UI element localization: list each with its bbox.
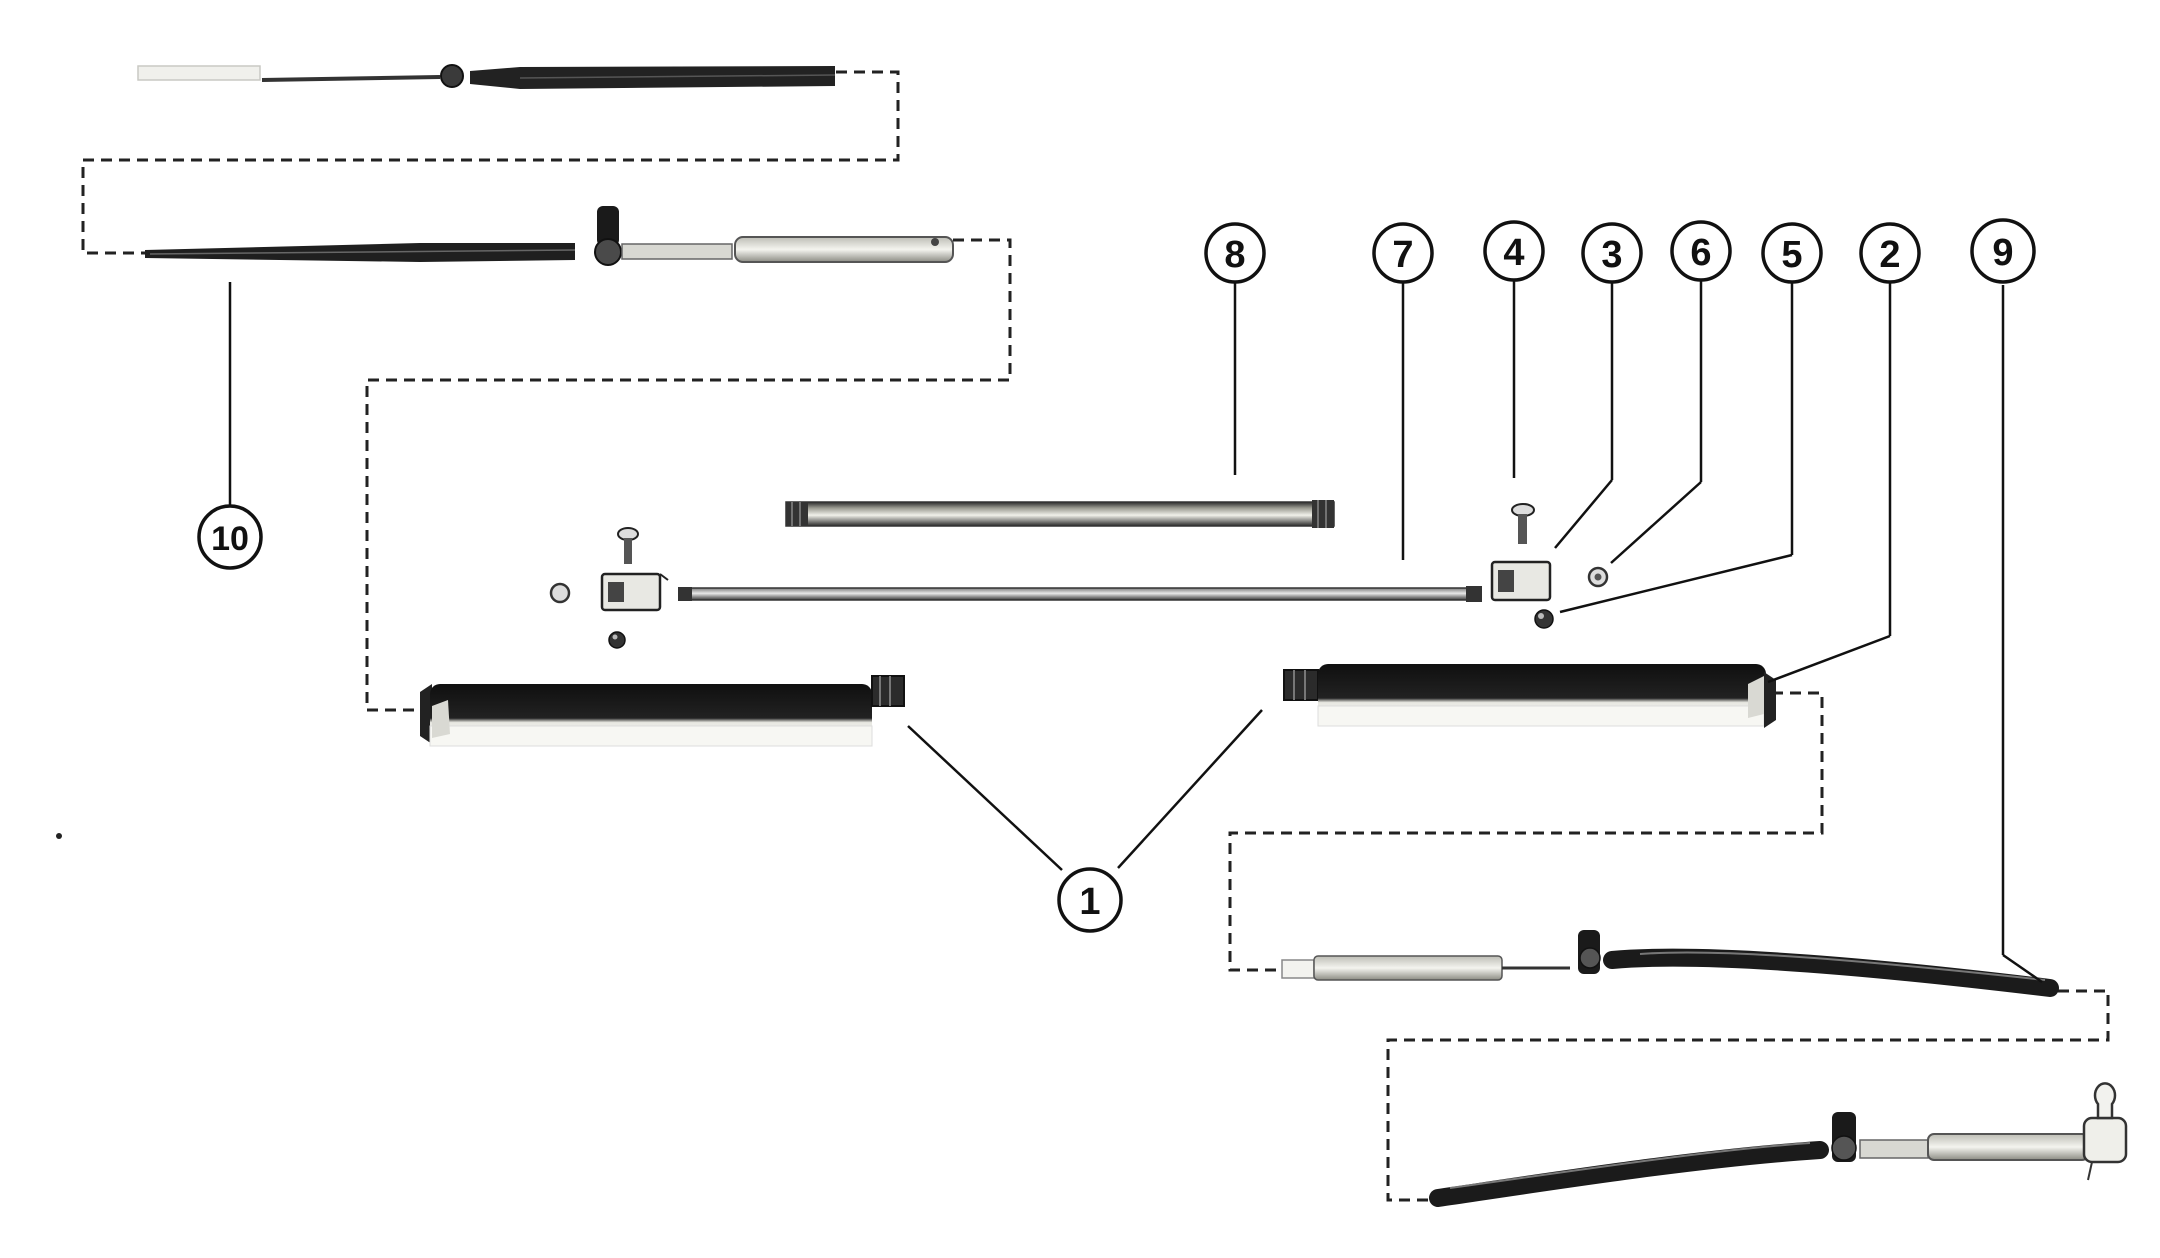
cable-top-fitting xyxy=(440,64,464,88)
leader-1b xyxy=(1117,709,1263,869)
leader-9b xyxy=(2002,953,2043,984)
cable-top-core xyxy=(261,75,441,82)
cable-lower-fitting xyxy=(597,206,619,246)
connecting-tube xyxy=(785,500,1335,528)
lower-cable-jacket xyxy=(1603,948,2059,997)
cable-top-end-sleeve xyxy=(137,65,261,81)
callout-10-label: 10 xyxy=(211,520,249,558)
callout-7-label: 7 xyxy=(1392,234,1413,276)
bottom-cable-grease-fitting xyxy=(2093,1082,2117,1120)
lower-cable-end-sleeve xyxy=(1281,959,1315,979)
steering-cable-lower xyxy=(1281,930,2059,997)
steering-cable-lower-segment xyxy=(145,206,954,266)
leader-5b xyxy=(1559,553,1793,614)
bottom-cable-sleeve xyxy=(1859,1139,1929,1159)
left-nut xyxy=(549,582,571,604)
cylinder-left-port xyxy=(871,675,905,707)
tie-rod-body xyxy=(679,587,1481,601)
cable-lower-sleeve xyxy=(621,243,733,260)
bottom-cable-end-tube xyxy=(1927,1133,2089,1161)
callout-8: 8 xyxy=(1204,222,1266,284)
bottom-cable-clevis xyxy=(2082,1116,2128,1164)
cylinder-right-port xyxy=(1283,669,1319,701)
cylinder-left-base xyxy=(429,725,873,747)
right-ball xyxy=(1534,609,1554,629)
leader-1a xyxy=(907,725,1063,871)
bottom-cable-jacket xyxy=(1429,1141,1829,1207)
left-ball xyxy=(608,631,626,649)
leader-3b xyxy=(1554,479,1613,549)
hydraulic-cylinder-left xyxy=(420,675,905,747)
callout-2-label: 2 xyxy=(1879,234,1900,276)
cylinder-left-end-cap xyxy=(420,684,432,744)
lower-cable-tube xyxy=(1313,955,1503,981)
leader-lines xyxy=(228,280,2043,984)
callout-10: 10 xyxy=(197,504,263,570)
callout-9-label: 9 xyxy=(1992,232,2013,274)
callout-5: 5 xyxy=(1761,222,1823,284)
tube-right-thread xyxy=(1312,500,1334,528)
callout-1-label: 1 xyxy=(1079,881,1100,923)
tie-rod xyxy=(678,586,1482,602)
cable-top-jacket xyxy=(470,66,835,89)
callout-3-label: 3 xyxy=(1601,234,1622,276)
hydraulic-cylinder-right xyxy=(1283,664,1776,728)
leader-6b xyxy=(1610,481,1702,564)
dashed-connector-right-cylinder xyxy=(1228,691,1824,972)
cylinder-right-base xyxy=(1317,705,1765,727)
steering-cable-top xyxy=(137,64,836,89)
callout-6: 6 xyxy=(1670,220,1732,282)
steering-cable-bottom xyxy=(1429,1082,2128,1207)
scan-speck xyxy=(56,833,62,839)
callout-5-label: 5 xyxy=(1781,234,1802,276)
right-screw xyxy=(1511,503,1535,544)
cylinder-right-end-cap xyxy=(1764,672,1776,728)
leader-2b xyxy=(1767,634,1891,684)
callout-7: 7 xyxy=(1372,222,1434,284)
callout-6-label: 6 xyxy=(1690,232,1711,274)
right-clamp-hardware xyxy=(1490,503,1609,629)
callout-1: 1 xyxy=(1057,867,1123,933)
callout-9: 9 xyxy=(1970,218,2036,284)
dashed-connector-lower-cable xyxy=(1386,989,2110,1202)
tube-left-thread xyxy=(786,502,808,526)
callout-2: 2 xyxy=(1859,222,1921,284)
left-clamp-hardware xyxy=(549,527,669,649)
tie-rod-left-end xyxy=(678,587,692,601)
callout-4: 4 xyxy=(1483,220,1545,282)
callout-3: 3 xyxy=(1581,222,1643,284)
cable-lower-end-tube xyxy=(734,236,954,263)
callout-8-label: 8 xyxy=(1224,234,1245,276)
dashed-connector-left-drop xyxy=(365,238,1012,712)
left-screw xyxy=(617,527,639,564)
tie-rod-right-end xyxy=(1466,586,1482,602)
dashed-connector-top-right xyxy=(81,70,900,255)
tube-body xyxy=(785,501,1335,527)
callout-4-label: 4 xyxy=(1503,232,1524,274)
